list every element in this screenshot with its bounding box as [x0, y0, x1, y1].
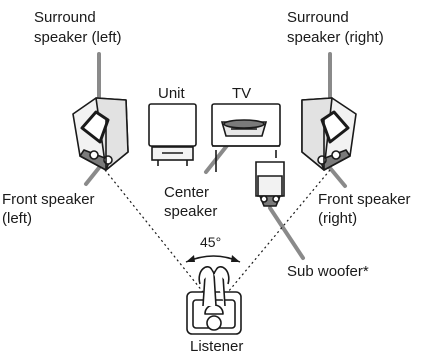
sight-lines	[104, 169, 331, 293]
speaker-right-icon	[301, 97, 357, 171]
arc-arrow-right-icon	[231, 255, 240, 262]
front-left-label-line1: Front speaker	[2, 191, 95, 208]
speaker-left-icon	[72, 97, 129, 171]
front-left-label: Front speaker (left)	[2, 191, 95, 227]
surround-left-label-line2: speaker (left)	[34, 29, 122, 46]
tv-label: TV	[232, 85, 251, 102]
sight-line-left	[104, 169, 204, 293]
listener-label: Listener	[190, 338, 243, 355]
unit-label: Unit	[158, 85, 186, 102]
surround-right-label-line1: Surround	[287, 9, 349, 26]
subwoofer-icon	[255, 161, 285, 207]
center-label-line2: speaker	[164, 203, 217, 220]
sight-line-right	[227, 169, 331, 293]
av-unit-icon	[148, 103, 197, 166]
subwoofer-label: Sub woofer*	[287, 263, 369, 280]
center-speaker-icon	[220, 119, 268, 137]
center-label-line1: Center	[164, 184, 209, 201]
surround-left-label-line1: Surround	[34, 9, 96, 26]
surround-right-label: Surround speaker (right)	[287, 9, 384, 46]
angle-label: 45°	[200, 234, 221, 250]
arc-arrow-left-icon	[186, 255, 195, 262]
front-left-label-line2: (left)	[2, 210, 32, 227]
surround-left-label: Surround speaker (left)	[34, 9, 122, 46]
front-right-label-line2: (right)	[318, 210, 357, 227]
angle-arc	[185, 255, 241, 263]
front-right-label-line1: Front speaker	[318, 191, 411, 208]
listener-icon	[186, 266, 242, 335]
center-speaker-label: Center speaker	[164, 184, 217, 220]
surround-right-label-line2: speaker (right)	[287, 29, 384, 46]
leader-subwoofer	[268, 206, 305, 260]
front-right-label: Front speaker (right)	[318, 191, 411, 227]
